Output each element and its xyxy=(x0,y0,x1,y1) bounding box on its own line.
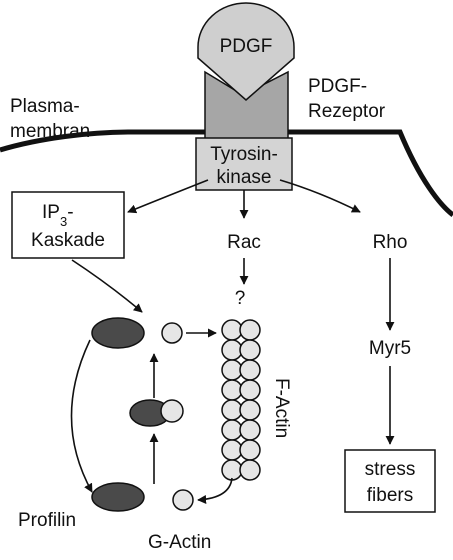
stress-label-line1: stress xyxy=(365,459,416,480)
arrow-factin-to-gactin xyxy=(197,477,233,504)
arrow-ip3-to-actin-cycle xyxy=(71,259,143,313)
kinase-label-line1: Tyrosin- xyxy=(210,144,278,165)
arrow-cycle-curve xyxy=(70,339,93,493)
f-actin-bead xyxy=(239,419,261,441)
f-actin-bead xyxy=(221,319,243,341)
f-actin-bead xyxy=(221,459,243,481)
question-label: ? xyxy=(235,288,246,309)
myr5-label: Myr5 xyxy=(369,338,411,359)
f-actin-filament xyxy=(221,319,261,481)
pdgf-ligand-shape xyxy=(197,2,295,101)
receptor-label-line2: Rezeptor xyxy=(308,101,386,122)
membrane-label-line1: Plasma- xyxy=(10,96,80,117)
f-actin-bead xyxy=(239,399,261,421)
pdgf-label: PDGF xyxy=(220,36,273,57)
f-actin-bead xyxy=(221,359,243,381)
f-actin-bead xyxy=(221,399,243,421)
f-actin-bead xyxy=(221,439,243,461)
profilin-label: Profilin xyxy=(18,510,76,531)
f-actin-bead xyxy=(239,459,261,481)
profilin-actin-complex-top xyxy=(91,317,145,349)
g-actin-middle xyxy=(160,399,184,423)
receptor-label-line1: PDGF- xyxy=(308,76,367,97)
ip3-label-line1: IP3- xyxy=(42,202,74,229)
f-actin-bead xyxy=(221,419,243,441)
f-actin-bead xyxy=(239,359,261,381)
f-actin-bead xyxy=(221,379,243,401)
stress-label-line2: fibers xyxy=(367,485,413,506)
ip3-label-line2: Kaskade xyxy=(31,230,105,251)
arrow-kinase-to-rho xyxy=(279,179,361,213)
stress-fibers-box xyxy=(344,449,436,513)
rho-label: Rho xyxy=(373,232,408,253)
f-actin-bead xyxy=(239,439,261,461)
rac-label: Rac xyxy=(227,232,261,253)
f-actin-label: F-Actin xyxy=(271,378,292,438)
f-actin-bead xyxy=(221,339,243,361)
profilin-shape xyxy=(91,482,145,512)
kinase-label-line2: kinase xyxy=(217,167,272,188)
ip3-cascade-box xyxy=(11,191,125,259)
f-actin-bead xyxy=(239,379,261,401)
plasma-membrane-line xyxy=(0,129,453,217)
g-actin-top xyxy=(161,322,183,344)
g-actin-label: G-Actin xyxy=(148,532,211,553)
f-actin-bead xyxy=(239,319,261,341)
ip3-suffix: - xyxy=(67,202,73,223)
ip3-base: IP xyxy=(42,202,60,223)
tyrosine-kinase-box xyxy=(195,137,293,191)
f-actin-bead xyxy=(239,339,261,361)
ip3-subscript: 3 xyxy=(60,214,67,229)
membrane-label-line2: membran xyxy=(10,121,90,142)
g-actin-bottom xyxy=(172,489,194,511)
arrow-kinase-to-ip3 xyxy=(127,179,209,214)
